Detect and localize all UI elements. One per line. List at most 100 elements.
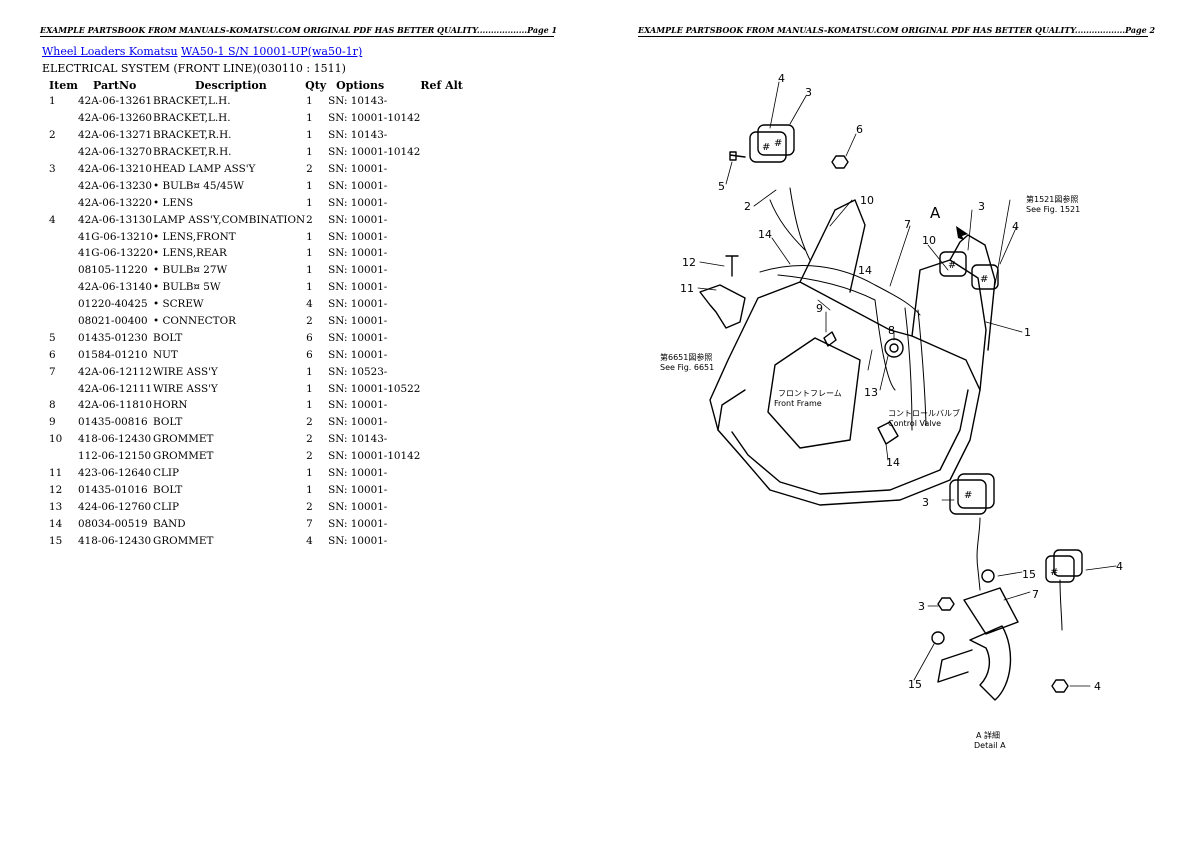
control-valve-fitting <box>877 421 899 445</box>
cell-item <box>40 262 78 279</box>
cell-item <box>40 313 78 330</box>
control-valve-label-jp: コントロールバルブ <box>888 408 960 418</box>
parts-table: Item PartNo Description Qty Options Ref … <box>40 77 470 549</box>
cell-partno: 424-06-12760 <box>78 500 152 513</box>
cell-options: SN: 10001-10142 <box>328 146 421 159</box>
ref-note-1521: See Fig. 1521 <box>1026 205 1080 214</box>
cell-ref-alt <box>420 380 470 397</box>
cell-item: 14 <box>49 517 63 530</box>
cell-description: LAMP ASS'Y,COMBINATION <box>153 213 306 226</box>
cell-partno: 01584-01210 <box>78 348 148 361</box>
cell-options: SN: 10001- <box>328 298 388 311</box>
cell-description: CLIP <box>153 467 179 480</box>
cell-qty: 4 <box>306 298 313 311</box>
bolt-12 <box>725 255 739 277</box>
cell-description: BRACKET,R.H. <box>153 146 232 159</box>
cell-item: 2 <box>49 129 56 142</box>
column-header-item: Item <box>49 78 78 92</box>
cell-ref-alt <box>420 431 470 448</box>
cell-partno: 41G-06-13220 <box>78 247 154 260</box>
cell-qty: 6 <box>306 348 313 361</box>
callout-2: 2 <box>744 200 751 213</box>
cell-description: • BULB¤ 5W <box>153 281 221 294</box>
detail-nut-3 <box>937 597 955 611</box>
callout-14-bottom: 14 <box>886 456 900 469</box>
callout-3-detail-nut: 3 <box>918 600 925 613</box>
callout-15-detail-top: 15 <box>1022 568 1036 581</box>
front-frame-window <box>767 337 861 449</box>
cell-description: • CONNECTOR <box>153 315 236 328</box>
cell-partno: 42A-06-13260 <box>78 112 153 125</box>
cell-ref-alt <box>420 228 470 245</box>
callout-3-right: 3 <box>978 200 985 213</box>
callout-7-detail: 7 <box>1032 588 1039 601</box>
cell-item <box>40 194 78 211</box>
lamp-mark-5: # <box>964 490 972 501</box>
callout-4-right: 4 <box>1012 220 1019 233</box>
cell-item: 8 <box>49 399 56 412</box>
callout-13: 13 <box>864 386 878 399</box>
horn-8 <box>884 338 904 358</box>
detail-bracket <box>963 587 1019 701</box>
callout-6: 6 <box>856 123 863 136</box>
cell-description: BAND <box>153 517 186 530</box>
cell-options: SN: 10001- <box>328 179 388 192</box>
cell-qty: 1 <box>306 247 313 260</box>
cell-qty: 1 <box>306 382 313 395</box>
cell-options: SN: 10143- <box>328 95 388 108</box>
detail-head-lamp <box>949 479 987 515</box>
callout-14-mid: 14 <box>858 264 872 277</box>
breadcrumb-link-model[interactable]: WA50-1 S/N 10001-UP(wa50-1r) <box>181 45 363 58</box>
section-title: ELECTRICAL SYSTEM (FRONT LINE)(030110 : … <box>42 62 346 75</box>
cell-options: SN: 10001- <box>328 281 388 294</box>
cell-qty: 1 <box>306 230 313 243</box>
cell-partno: 08105-11220 <box>78 264 148 277</box>
column-header-ref-alt: Ref Alt <box>420 78 463 92</box>
cell-description: GROMMET <box>153 534 214 547</box>
cell-ref-alt <box>420 363 470 380</box>
cell-options: SN: 10001-10142 <box>328 450 421 463</box>
cell-options: SN: 10001- <box>328 196 388 209</box>
cell-description: HEAD LAMP ASS'Y <box>153 163 256 175</box>
cell-partno: 42A-06-12111 <box>78 382 153 395</box>
cell-partno: 42A-06-13130 <box>78 213 153 226</box>
cell-ref-alt <box>420 93 470 110</box>
cell-ref-alt <box>420 329 470 346</box>
breadcrumb-link-category[interactable]: Wheel Loaders Komatsu <box>42 45 178 58</box>
grommet-15-top <box>981 569 995 583</box>
cell-ref-alt <box>420 414 470 431</box>
cell-options: SN: 10001- <box>328 331 388 344</box>
cell-options: SN: 10001- <box>328 517 388 530</box>
cell-partno: 42A-06-13140 <box>78 281 153 294</box>
cell-ref-alt <box>420 397 470 414</box>
cell-options: SN: 10001- <box>328 230 388 243</box>
cell-item: 1 <box>49 95 56 108</box>
cell-partno: 42A-06-13261 <box>78 95 153 108</box>
cell-options: SN: 10001- <box>328 213 388 226</box>
page-header-1: EXAMPLE PARTSBOOK FROM MANUALS-KOMATSU.C… <box>40 25 558 37</box>
cell-ref-alt <box>420 279 470 296</box>
cell-partno: 41G-06-13210 <box>78 230 154 243</box>
cell-description: BRACKET,L.H. <box>153 112 231 125</box>
cell-ref-alt <box>420 245 470 262</box>
callout-4-top: 4 <box>778 72 785 85</box>
cell-partno: 418-06-12430 <box>78 433 152 446</box>
cell-qty: 1 <box>306 264 313 277</box>
cell-qty: 2 <box>306 315 313 328</box>
head-lamp-3-top <box>749 131 787 163</box>
detail-a-caption-jp: A 詳細 <box>976 730 1000 740</box>
cell-partno: 42A-06-13271 <box>78 129 153 142</box>
cell-ref-alt <box>420 211 470 228</box>
